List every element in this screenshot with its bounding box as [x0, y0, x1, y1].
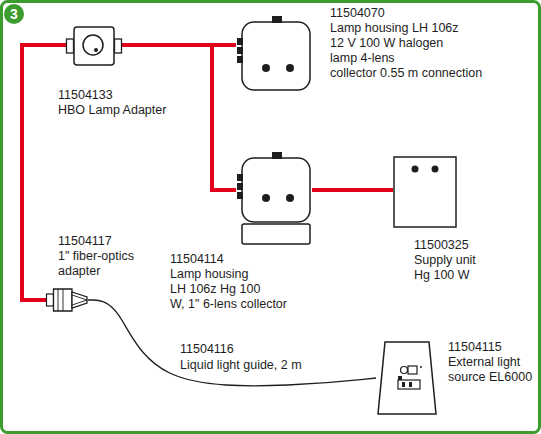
device-label: 11504115External light source EL6000: [448, 340, 532, 385]
fiber-icon: [47, 289, 88, 311]
part-number: 11504114: [170, 252, 287, 267]
part-number: 11504117: [58, 234, 134, 249]
device-label: 11504133HBO Lamp Adapter: [58, 88, 166, 118]
cable: [312, 188, 393, 192]
part-description: Lamp housing LH 106z Hg 100 W, 1" 6-lens…: [170, 267, 287, 312]
part-number: 11504133: [58, 88, 166, 103]
device-outline: [393, 156, 457, 228]
light-guide: [88, 300, 376, 386]
device-outline: [66, 26, 122, 66]
part-description: 1" fiber-optics adapter: [58, 249, 134, 279]
device-label: 115041171" fiber-optics adapter: [58, 234, 134, 279]
device-outline: [236, 150, 312, 246]
part-number: 11504115: [448, 340, 532, 355]
source-icon: [378, 342, 436, 414]
device-outline: [236, 14, 312, 92]
adapter-icon: [67, 27, 122, 65]
edge-label: Liquid light guide, 2 m: [178, 358, 304, 373]
part-description: Supply unit Hg 100 W: [414, 253, 476, 283]
device-outline: [376, 340, 438, 416]
part-description: HBO Lamp Adapter: [58, 103, 166, 118]
fiber-adapter: 115041171" fiber-optics adapter: [46, 287, 88, 313]
device-label: 11504114Lamp housing LH 106z Hg 100 W, 1…: [170, 252, 287, 312]
device-outline: [46, 287, 88, 313]
callout-number: 3: [4, 4, 24, 24]
part-number: 11504116: [178, 342, 236, 357]
housing-icon: [237, 16, 310, 90]
housingBase-icon: [237, 152, 310, 244]
part-description: Lamp housing LH 106z 12 V 100 W halogen …: [330, 21, 482, 81]
part-description: External light source EL6000: [448, 355, 532, 385]
part-number: 11500325: [414, 238, 476, 253]
lamp-housing-hg: 11504114Lamp housing LH 106z Hg 100 W, 1…: [236, 150, 312, 246]
lamp-housing: 11504070Lamp housing LH 106z 12 V 100 W …: [236, 14, 312, 92]
part-number: 11504070: [330, 6, 482, 21]
cable: [122, 45, 236, 190]
supply-icon: [394, 157, 456, 227]
supply-unit: 11500325Supply unit Hg 100 W: [393, 156, 457, 228]
callout-circle: [4, 4, 24, 24]
light-source: 11504115External light source EL6000: [376, 340, 438, 416]
device-label: 11500325Supply unit Hg 100 W: [414, 238, 476, 283]
device-label: 11504070Lamp housing LH 106z 12 V 100 W …: [330, 6, 482, 81]
hbo-adapter: 11504133HBO Lamp Adapter: [66, 26, 122, 66]
